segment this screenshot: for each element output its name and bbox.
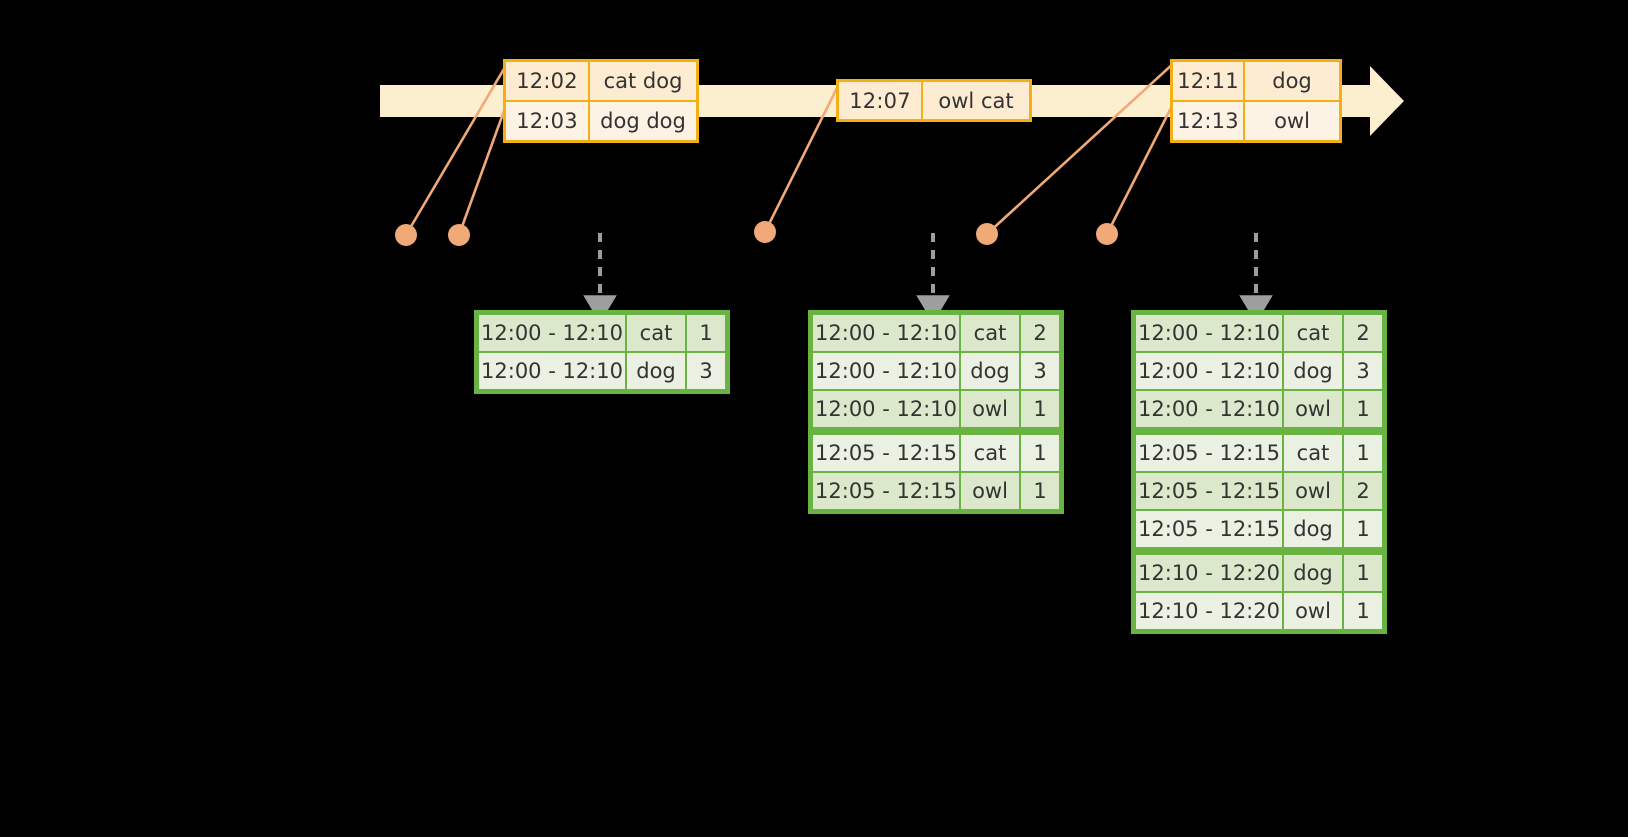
cell-count: 2 bbox=[1344, 473, 1382, 509]
cell-count: 3 bbox=[687, 353, 725, 389]
down-arrow-group bbox=[583, 233, 1273, 324]
event-words: owl cat bbox=[938, 88, 1014, 113]
cell-window: 12:00 - 12:10 bbox=[813, 353, 959, 389]
event-group-1[interactable]: 12:02 cat dog 12:03 dog dog bbox=[503, 59, 699, 143]
cell-window: 12:05 - 12:15 bbox=[813, 473, 959, 509]
cell-window: 12:00 - 12:10 bbox=[479, 315, 625, 351]
cell-count: 3 bbox=[1021, 353, 1059, 389]
dot-3 bbox=[754, 221, 776, 243]
table-group-divider bbox=[1136, 549, 1382, 553]
event-group-3[interactable]: 12:11 dog 12:13 owl bbox=[1170, 59, 1342, 143]
dot-1 bbox=[395, 224, 417, 246]
cell-word: cat bbox=[961, 435, 1019, 471]
cell-count: 1 bbox=[1021, 473, 1059, 509]
event-row[interactable]: 12:13 owl bbox=[1173, 100, 1339, 140]
cell-word: owl bbox=[961, 473, 1019, 509]
cell-count: 2 bbox=[1021, 315, 1059, 351]
event-group-2[interactable]: 12:07 owl cat bbox=[836, 79, 1032, 122]
cell-window: 12:05 - 12:15 bbox=[813, 435, 959, 471]
cell-count: 1 bbox=[1021, 435, 1059, 471]
connector-3 bbox=[763, 81, 842, 233]
cell-word: cat bbox=[627, 315, 685, 351]
connector-5 bbox=[1105, 99, 1177, 235]
cell-window: 12:05 - 12:15 bbox=[1136, 435, 1282, 471]
dot-group bbox=[395, 221, 1118, 246]
cell-count: 2 bbox=[1344, 315, 1382, 351]
event-words: owl bbox=[1274, 109, 1310, 133]
cell-word: cat bbox=[1284, 315, 1342, 351]
cell-window: 12:00 - 12:10 bbox=[479, 353, 625, 389]
connector-2 bbox=[457, 99, 510, 236]
event-row[interactable]: 12:03 dog dog bbox=[506, 100, 696, 140]
event-words: dog bbox=[1272, 69, 1312, 93]
event-time: 12:02 bbox=[506, 62, 590, 100]
cell-window: 12:00 - 12:10 bbox=[813, 391, 959, 427]
event-time: 12:13 bbox=[1173, 102, 1245, 140]
cell-count: 1 bbox=[1344, 511, 1382, 547]
cell-word: dog bbox=[627, 353, 685, 389]
dot-2 bbox=[448, 224, 470, 246]
table-group-divider bbox=[1136, 429, 1382, 433]
cell-count: 1 bbox=[687, 315, 725, 351]
cell-word: owl bbox=[961, 391, 1019, 427]
event-row[interactable]: 12:02 cat dog bbox=[506, 62, 696, 100]
cell-count: 3 bbox=[1344, 353, 1382, 389]
cell-count: 1 bbox=[1344, 391, 1382, 427]
cell-word: cat bbox=[961, 315, 1019, 351]
cell-word: owl bbox=[1284, 473, 1342, 509]
cell-window: 12:00 - 12:10 bbox=[1136, 391, 1282, 427]
cell-count: 1 bbox=[1344, 555, 1382, 591]
cell-word: owl bbox=[1284, 593, 1342, 629]
dot-5 bbox=[1096, 223, 1118, 245]
cell-word: dog bbox=[1284, 353, 1342, 389]
cell-word: dog bbox=[1284, 511, 1342, 547]
cell-window: 12:00 - 12:10 bbox=[813, 315, 959, 351]
event-words: cat dog bbox=[603, 69, 683, 93]
event-words: dog dog bbox=[600, 109, 686, 133]
connector-4 bbox=[986, 61, 1176, 235]
cell-count: 1 bbox=[1344, 435, 1382, 471]
event-row[interactable]: 12:07 owl cat bbox=[839, 82, 1029, 119]
cell-window: 12:00 - 12:10 bbox=[1136, 353, 1282, 389]
cell-window: 12:05 - 12:15 bbox=[1136, 473, 1282, 509]
connector-1 bbox=[404, 61, 510, 236]
cell-window: 12:10 - 12:20 bbox=[1136, 593, 1282, 629]
table-group-divider bbox=[813, 429, 1059, 433]
cell-count: 1 bbox=[1021, 391, 1059, 427]
cell-word: owl bbox=[1284, 391, 1342, 427]
connector-lines bbox=[404, 61, 1177, 236]
cell-window: 12:00 - 12:10 bbox=[1136, 315, 1282, 351]
cell-window: 12:10 - 12:20 bbox=[1136, 555, 1282, 591]
dot-4 bbox=[976, 223, 998, 245]
cell-word: dog bbox=[961, 353, 1019, 389]
cell-window: 12:05 - 12:15 bbox=[1136, 511, 1282, 547]
event-time: 12:07 bbox=[839, 82, 923, 119]
event-time: 12:11 bbox=[1173, 62, 1245, 100]
cell-count: 1 bbox=[1344, 593, 1382, 629]
cell-word: dog bbox=[1284, 555, 1342, 591]
event-row[interactable]: 12:11 dog bbox=[1173, 62, 1339, 100]
event-time: 12:03 bbox=[506, 102, 590, 140]
cell-word: cat bbox=[1284, 435, 1342, 471]
